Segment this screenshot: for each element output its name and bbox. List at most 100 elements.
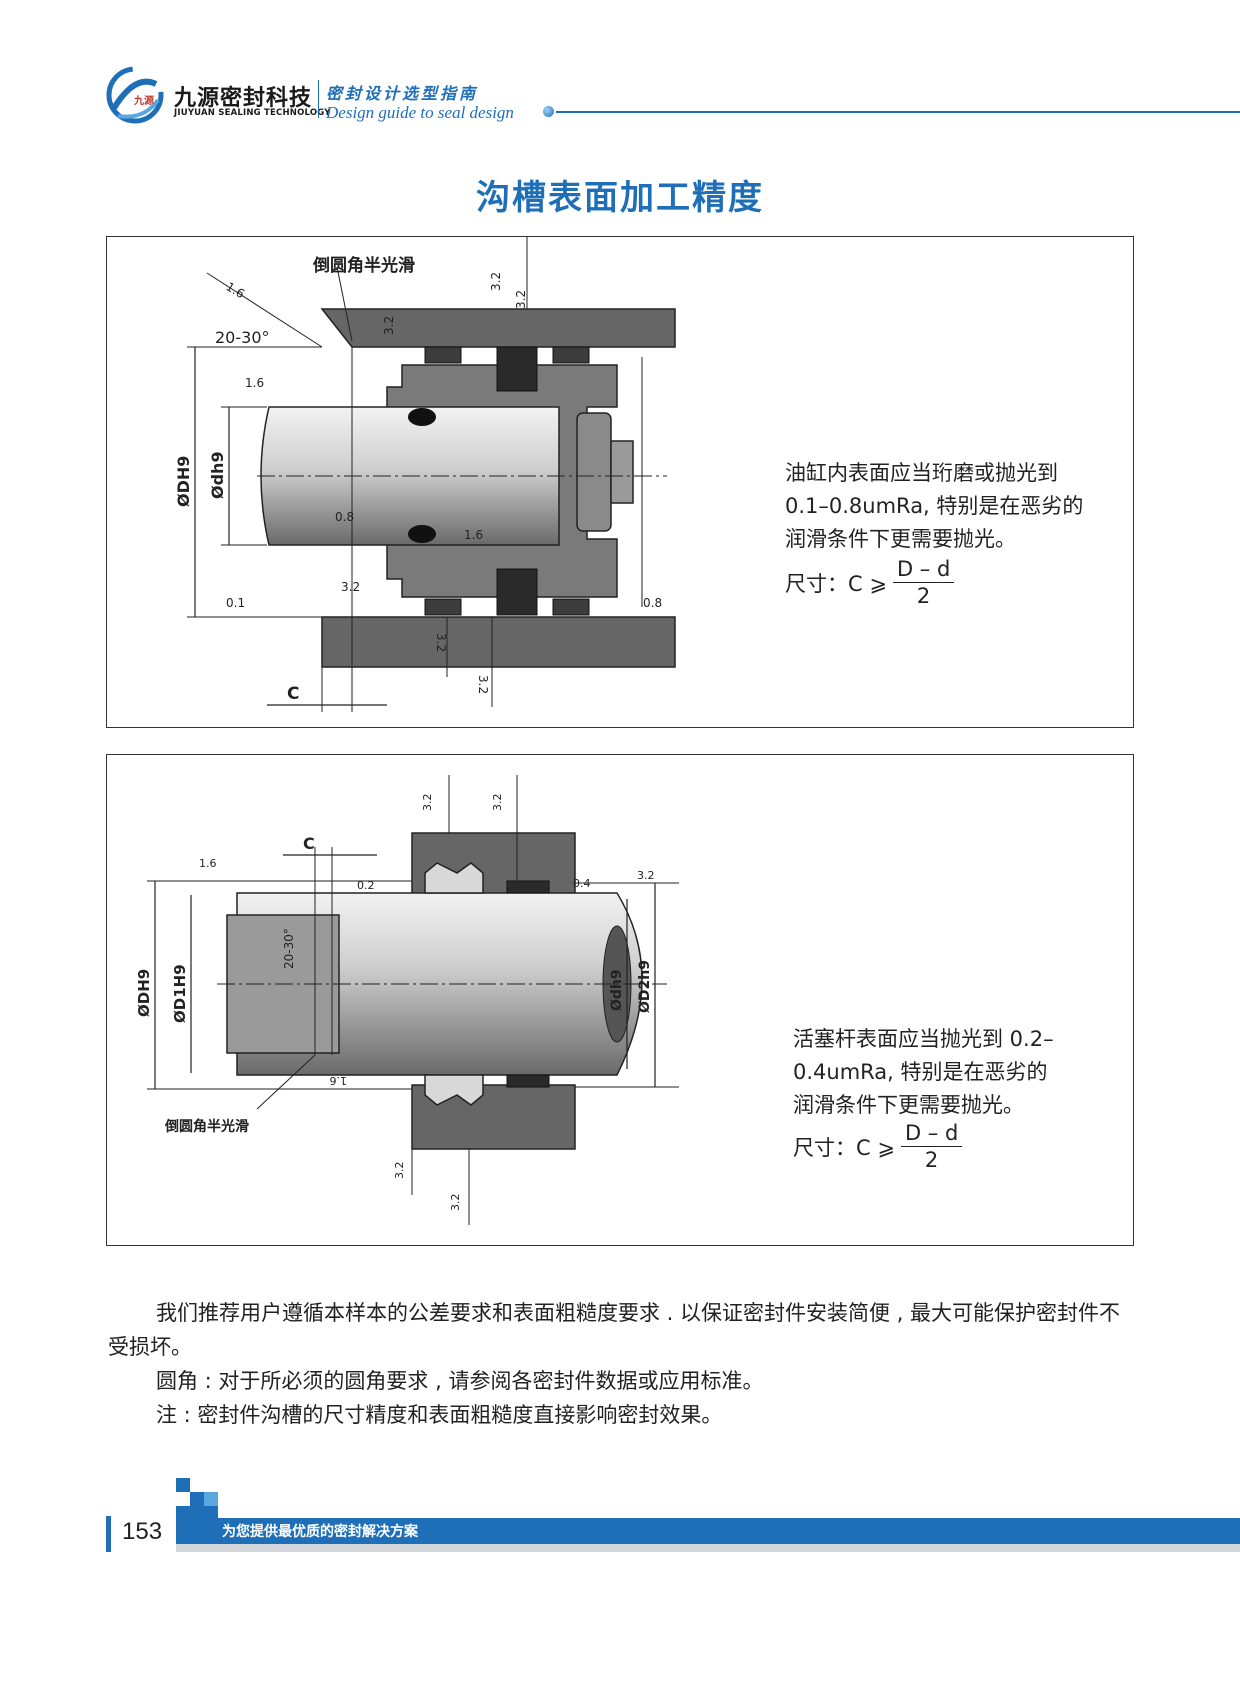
roughness-mark: 3.2 (514, 290, 528, 309)
dim-label-d-outer: ØDH9 (135, 969, 153, 1017)
angle-line (206, 272, 323, 348)
footer-pixel (176, 1478, 190, 1492)
lip-seal-top (424, 862, 484, 894)
note-line: 润滑条件下更需要抛光。 (793, 1093, 1024, 1117)
roughness-mark: 3.2 (382, 316, 396, 335)
paragraph-recommendation: 我们推荐用户遵循本样本的公差要求和表面粗糙度要求 . 以保证密封件安装简便 , … (108, 1301, 1121, 1359)
wear-ring-bottom-1 (424, 598, 462, 616)
dim-label-c: C (303, 834, 315, 853)
formula-label: 尺寸：C ⩾ (793, 1136, 895, 1160)
roughness-mark: 3.2 (449, 1194, 462, 1212)
page-number-bar (106, 1516, 111, 1552)
roughness-mark: 0.2 (357, 879, 375, 892)
note-rod: 活塞杆表面应当抛光到 0.2– 0.4umRa, 特别是在恶劣的 润滑条件下更需… (793, 1023, 1054, 1122)
dim-label-d-outer: ØDH9 (174, 456, 193, 507)
formula-denominator: 2 (924, 1148, 939, 1172)
formula-label: 尺寸：C ⩾ (785, 572, 887, 596)
guide-title-en: Design guide to seal design (326, 103, 514, 122)
dim-label-d-rod: Ødh9 (609, 969, 625, 1011)
formula-numerator: D – d (892, 557, 955, 583)
formula-rod: 尺寸：C ⩾ D – d 2 (793, 1121, 963, 1173)
roughness-mark: 0.8 (643, 596, 662, 610)
lip-seal-bottom (424, 1074, 484, 1106)
wear-ring-top-2 (552, 346, 590, 364)
roughness-mark: 1.6 (224, 279, 248, 301)
o-ring-top (408, 408, 436, 426)
company-logo: 九源 (106, 66, 164, 124)
footer-bar (176, 1518, 1240, 1544)
footer-pixel (204, 1492, 218, 1506)
cylinder-wall-top (320, 308, 676, 348)
roughness-mark: 3.2 (393, 1162, 406, 1180)
nut (576, 412, 612, 532)
rod-end (610, 440, 634, 504)
dim-label-d-inner: Ødh9 (208, 451, 227, 499)
roughness-mark: 1.6 (199, 857, 217, 870)
cylinder-wall-bottom (321, 616, 676, 668)
formula-fraction: D – d 2 (900, 1121, 963, 1173)
wear-ring-bottom (506, 1074, 550, 1088)
o-ring-bottom (408, 525, 436, 543)
wear-ring-top (506, 880, 550, 894)
roughness-mark: 3.2 (341, 580, 360, 594)
angle-label: 20-30° (282, 928, 296, 969)
roughness-mark: 3.2 (476, 675, 490, 694)
wear-ring-top-1 (424, 346, 462, 364)
angle-label: 20-30° (215, 328, 270, 347)
formula-piston: 尺寸：C ⩾ D – d 2 (785, 557, 955, 609)
formula-denominator: 2 (916, 584, 931, 608)
brand-name-en: JIUYUAN SEALING TECHNOLOGY (174, 108, 331, 118)
formula-fraction: D – d 2 (892, 557, 955, 609)
rod-drawing: 倒圆角半光滑 20-30° ØDH9 ØD1H9 Ødh9 ØD2h9 C 1.… (135, 775, 679, 1225)
page-number: 153 (122, 1518, 163, 1545)
note-line: 0.1–0.8umRa, 特别是在恶劣的 (785, 494, 1084, 518)
roughness-mark: 0.4 (573, 877, 591, 890)
dim-label-d1: ØD1H9 (171, 964, 189, 1023)
wear-ring-bottom-2 (552, 598, 590, 616)
header-rule (556, 111, 1240, 113)
note-line: 0.4umRa, 特别是在恶劣的 (793, 1060, 1048, 1084)
roughness-marks: 1.6 1.6 3.2 3.2 3.2 0.8 1.6 3.2 0.1 0.8 … (224, 272, 663, 694)
logo-text: 九源 (133, 94, 154, 107)
roughness-mark: 3.2 (491, 794, 504, 812)
paragraph-note: 注 : 密封件沟槽的尺寸精度和表面粗糙度直接影响密封效果。 (156, 1403, 723, 1427)
brand-name-cn: 九源密封科技 (174, 86, 313, 111)
footer-shadow (176, 1544, 1240, 1552)
roughness-mark: 0.1 (226, 596, 245, 610)
roughness-mark: 1.6 (330, 1074, 348, 1087)
note-line: 油缸内表面应当珩磨或抛光到 (785, 461, 1058, 485)
seal-bottom (496, 568, 538, 616)
roughness-mark: 3.2 (421, 794, 434, 812)
figure-piston-groove: 倒圆角半光滑 20-30° ØDH9 Ødh9 C 1.6 1.6 3.2 3.… (106, 236, 1134, 728)
roughness-mark: 3.2 (637, 869, 655, 882)
seal-top (496, 346, 538, 392)
body-text: 我们推荐用户遵循本样本的公差要求和表面粗糙度要求 . 以保证密封件安装简便 , … (108, 1296, 1138, 1432)
callout-leader (336, 266, 353, 342)
roughness-mark: 0.8 (335, 510, 354, 524)
header-dot (543, 106, 554, 117)
dim-label-d2: ØD2h9 (637, 960, 653, 1013)
dim-label-c: C (287, 684, 299, 704)
formula-numerator: D – d (900, 1121, 963, 1147)
footer-pixel (176, 1506, 218, 1518)
header-separator (318, 80, 319, 118)
callout-leader (256, 1054, 316, 1110)
piston-drawing: 倒圆角半光滑 20-30° ØDH9 Ødh9 C 1.6 1.6 3.2 3.… (174, 237, 676, 712)
paragraph-fillet: 圆角 : 对于所必须的圆角要求 , 请参阅各密封件数据或应用标准。 (156, 1369, 764, 1393)
roughness-mark: 1.6 (245, 376, 264, 390)
page-header: 九源 九源密封科技 JIUYUAN SEALING TECHNOLOGY 密封设… (0, 0, 1240, 150)
footer-slogan: 为您提供最优质的密封解决方案 (222, 1524, 418, 1540)
roughness-marks: 1.6 3.2 3.2 0.2 0.4 3.2 1.6 3.2 3.2 (199, 794, 655, 1212)
note-piston: 油缸内表面应当珩磨或抛光到 0.1–0.8umRa, 特别是在恶劣的 润滑条件下… (785, 457, 1083, 556)
roughness-mark: 3.2 (489, 272, 503, 291)
note-line: 活塞杆表面应当抛光到 0.2– (793, 1027, 1054, 1051)
page-title: 沟槽表面加工精度 (476, 178, 764, 218)
callout-label: 倒圆角半光滑 (164, 1118, 249, 1135)
roughness-mark: 3.2 (434, 633, 448, 652)
guide-title-cn: 密封设计选型指南 (326, 84, 479, 103)
footer-pixel (190, 1492, 204, 1506)
roughness-mark: 1.6 (464, 528, 483, 542)
callout-label: 倒圆角半光滑 (312, 255, 415, 276)
note-line: 润滑条件下更需要抛光。 (785, 527, 1016, 551)
figure-rod-groove: 倒圆角半光滑 20-30° ØDH9 ØD1H9 Ødh9 ØD2h9 C 1.… (106, 754, 1134, 1246)
